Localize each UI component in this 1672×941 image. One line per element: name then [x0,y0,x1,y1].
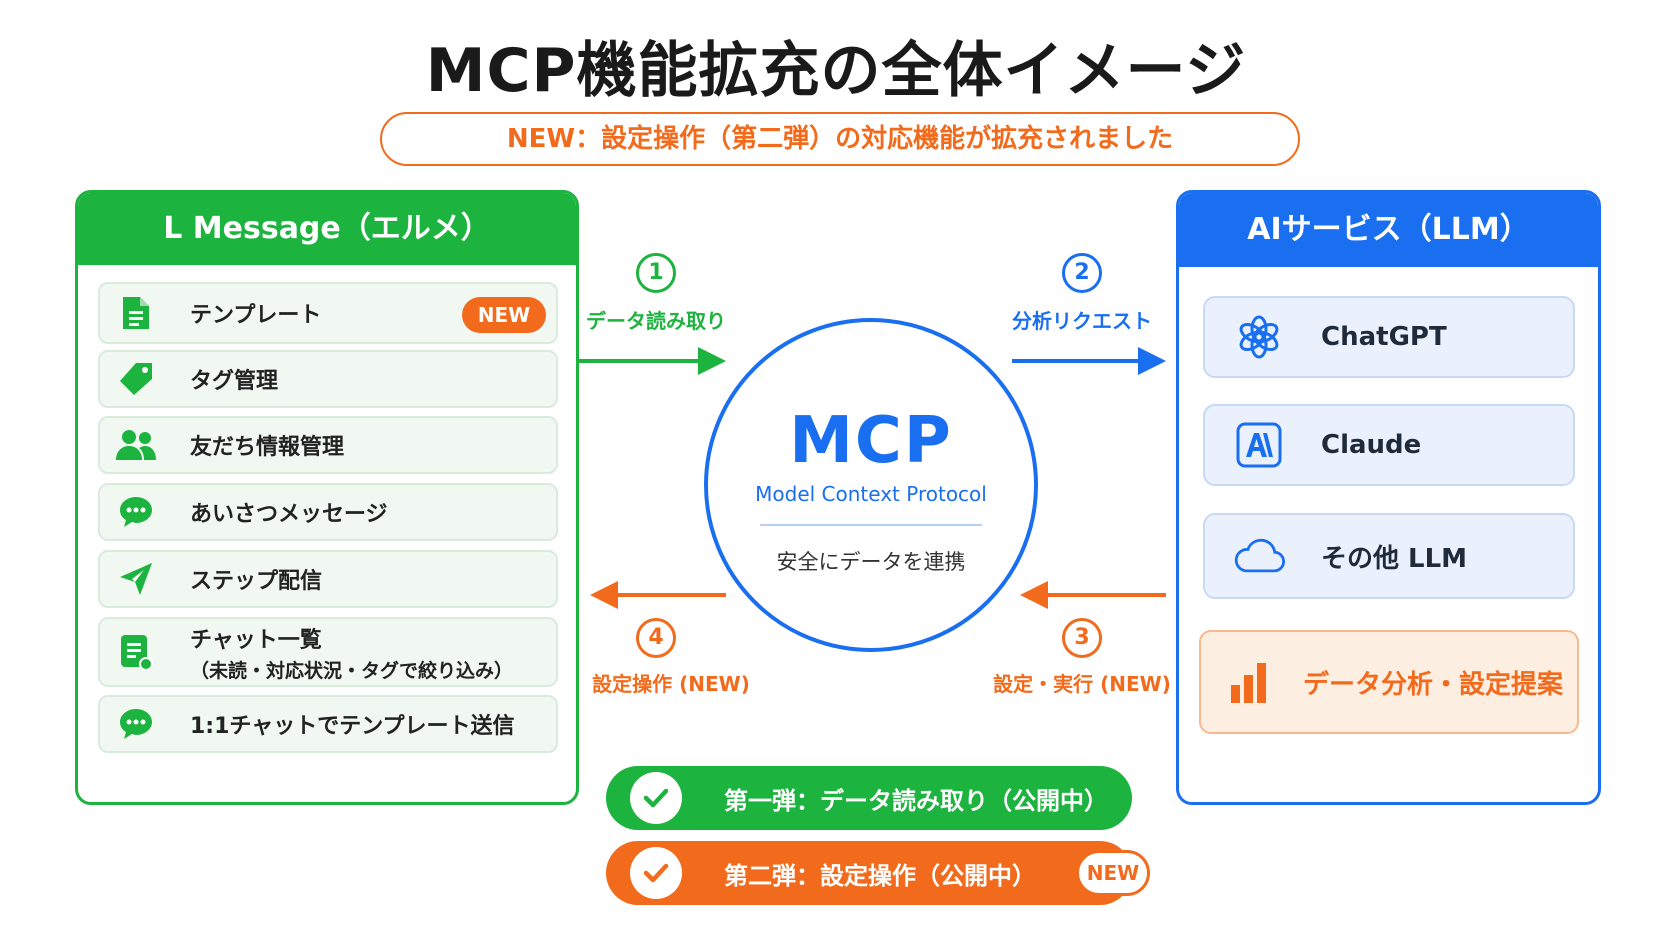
feature-label: あいさつメッセージ [190,502,388,527]
feature-sublabel: （未読・対応状況・タグで絞り込み） [190,659,514,682]
status-phase-2: 第二弾：設定操作（公開中） [606,841,1132,905]
ai-services-panel-header: AIサービス（LLM） [1179,193,1598,267]
mcp-hub: MCP Model Context Protocol 安全にデータを連携 [704,318,1038,652]
list-doc-icon [116,632,156,672]
send-icon [116,559,156,599]
people-icon [116,425,156,465]
status-new-badge: NEW [1076,850,1150,896]
step-label-1: データ読み取り [586,309,726,333]
mcp-divider [760,524,982,526]
arrow-request [1012,347,1166,375]
feature-label: 友だち情報管理 [190,435,345,460]
feature-item-template: テンプレート NEW [98,282,558,344]
feature-label: テンプレート [190,303,322,328]
feature-label: タグ管理 [190,369,279,394]
anthropic-icon [1233,419,1285,471]
feature-label: チャット一覧 （未読・対応状況・タグで絞り込み） [190,622,513,683]
status-label: 第二弾：設定操作（公開中） [724,861,1036,890]
status-phase-1: 第一弾：データ読み取り（公開中） [606,766,1132,830]
chat-bubble-icon [116,492,156,532]
llm-item-other: その他 LLM [1203,513,1575,599]
suggestion-label: データ分析・設定提案 [1303,669,1564,700]
feature-item-template-send: 1:1チャットでテンプレート送信 [98,695,558,753]
new-badge: NEW [462,297,546,333]
document-icon [116,293,156,333]
llm-label: ChatGPT [1321,322,1447,352]
step-label-3: 設定・実行 (NEW) [993,672,1171,696]
llm-item-claude: Claude [1203,404,1575,486]
llm-label: その他 LLM [1321,543,1468,574]
analysis-suggestion-box: データ分析・設定提案 [1199,630,1579,734]
mcp-title: MCP [789,404,953,478]
subtitle-banner: NEW：設定操作（第二弾）の対応機能が拡充されました [380,112,1300,166]
lmessage-panel: L Message（エルメ） テンプレート NEW タグ管理 友だち情報管理 あ… [75,190,579,805]
step-number-4: 4 [636,618,676,658]
lmessage-panel-header: L Message（エルメ） [78,193,576,265]
step-number-2: 2 [1062,253,1102,293]
mcp-note: 安全にデータを連携 [776,550,966,574]
step-number-1: 1 [636,253,676,293]
feature-item-chat-list: チャット一覧 （未読・対応状況・タグで絞り込み） [98,617,558,687]
step-label-2: 分析リクエスト [1012,309,1152,333]
check-icon [630,772,682,824]
feature-label: 1:1チャットでテンプレート送信 [190,714,515,739]
feature-label: ステップ配信 [190,569,323,594]
feature-item-tag: タグ管理 [98,350,558,408]
feature-item-friends: 友だち情報管理 [98,416,558,474]
openai-icon [1233,311,1285,363]
llm-label: Claude [1321,430,1422,460]
tag-icon [116,359,156,399]
step-label-4: 設定操作 (NEW) [592,672,750,696]
cloud-icon [1233,530,1285,582]
arrow-settings [590,581,726,609]
feature-item-greeting: あいさつメッセージ [98,483,558,541]
feature-item-step: ステップ配信 [98,550,558,608]
arrow-execute [1020,581,1166,609]
page-title: MCP機能拡充の全体イメージ [425,36,1247,106]
arrow-read [579,347,726,375]
mcp-subtitle: Model Context Protocol [755,482,987,506]
chat-bubble-icon [116,704,156,744]
bar-chart-icon [1225,656,1277,708]
llm-item-chatgpt: ChatGPT [1203,296,1575,378]
check-icon [630,847,682,899]
step-number-3: 3 [1062,618,1102,658]
ai-services-panel: AIサービス（LLM） ChatGPT Claude その他 LLM [1176,190,1601,805]
feature-label-main: チャット一覧 [190,627,322,653]
status-label: 第一弾：データ読み取り（公開中） [724,786,1108,815]
